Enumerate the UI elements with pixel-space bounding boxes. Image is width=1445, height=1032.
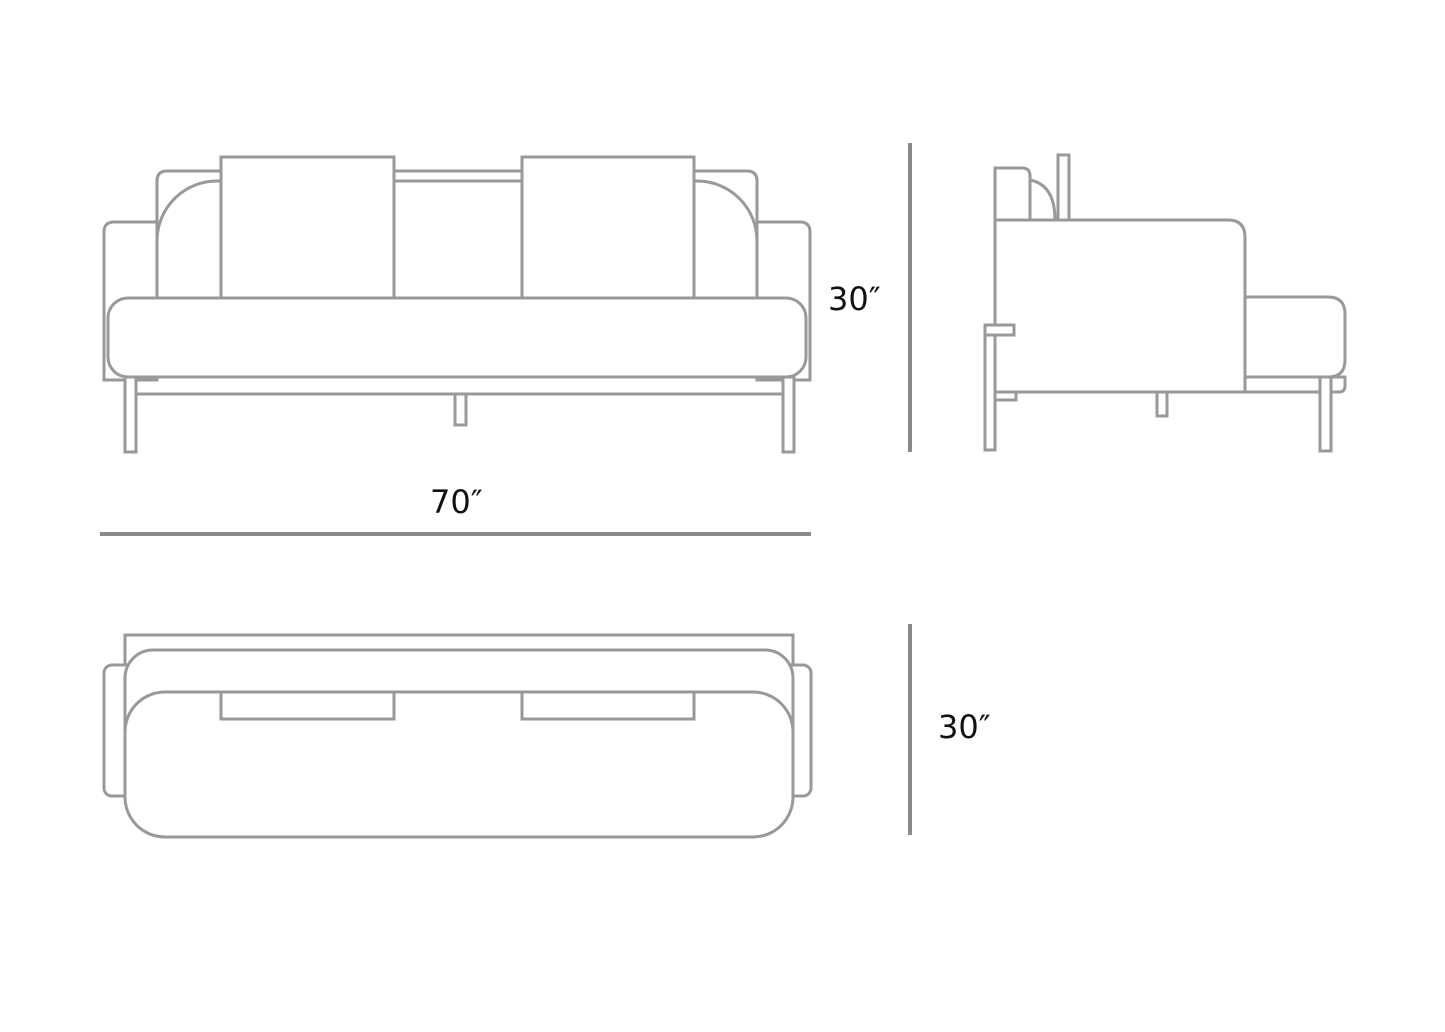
top-view: [102, 633, 813, 839]
back-curve: [1029, 178, 1057, 221]
height-label: 30″: [828, 280, 881, 318]
center-leg: [453, 392, 468, 427]
back-post: [1056, 153, 1071, 222]
rear-leg: [1318, 375, 1333, 453]
left-pillow: [219, 690, 396, 721]
leg-bracket: [983, 323, 1016, 337]
width-label: 70″: [430, 483, 483, 521]
left-pillow: [219, 155, 396, 300]
side-view: [983, 153, 1347, 453]
side-body: [993, 218, 1247, 394]
front-view: [102, 155, 812, 454]
back-cushion: [993, 166, 1032, 222]
left-leg: [123, 375, 138, 454]
right-pillow: [520, 155, 696, 300]
depth-label: 30″: [938, 708, 991, 746]
back-inner-right-curve: [694, 179, 759, 298]
seat-extension: [1243, 295, 1347, 379]
right-leg: [781, 375, 796, 454]
right-pillow: [520, 690, 696, 721]
seat-cushion: [106, 296, 808, 379]
seat-cushion: [123, 690, 795, 839]
back-inner-left-curve: [155, 179, 221, 298]
center-leg: [1155, 390, 1169, 418]
lower-bracket: [993, 390, 1018, 402]
